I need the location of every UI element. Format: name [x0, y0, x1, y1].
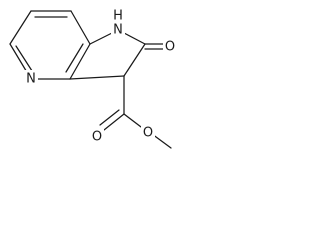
bond	[151, 133, 172, 149]
lactam-ring	[69, 32, 146, 80]
bond	[69, 43, 91, 80]
bond	[99, 109, 120, 126]
bond	[65, 43, 84, 73]
atom-label-o: O	[143, 126, 153, 141]
bond	[15, 45, 35, 75]
bond	[70, 10, 91, 45]
atom-label-h: H	[113, 9, 123, 24]
atom-pyridine-n: N	[24, 70, 38, 87]
atom-label-n: N	[113, 23, 123, 38]
pyridine-ring	[9, 10, 91, 80]
bond	[89, 32, 113, 45]
bond	[69, 75, 125, 80]
bond	[103, 113, 125, 131]
atom-lactam-o: O	[163, 38, 177, 55]
atom-ester-carbonyl-o: O	[90, 128, 104, 145]
chemical-structure: H N N O O O	[9, 9, 177, 149]
atom-label-o: O	[92, 130, 102, 145]
ester-group	[99, 75, 172, 149]
atom-ester-o: O	[141, 124, 155, 141]
bond	[123, 32, 146, 45]
bond	[123, 43, 146, 77]
atom-label-o: O	[165, 40, 175, 55]
atom-label-n: N	[26, 72, 36, 87]
bond	[9, 10, 32, 45]
atom-nh: H N	[111, 9, 125, 38]
carbonyl-bond	[144, 43, 167, 50]
